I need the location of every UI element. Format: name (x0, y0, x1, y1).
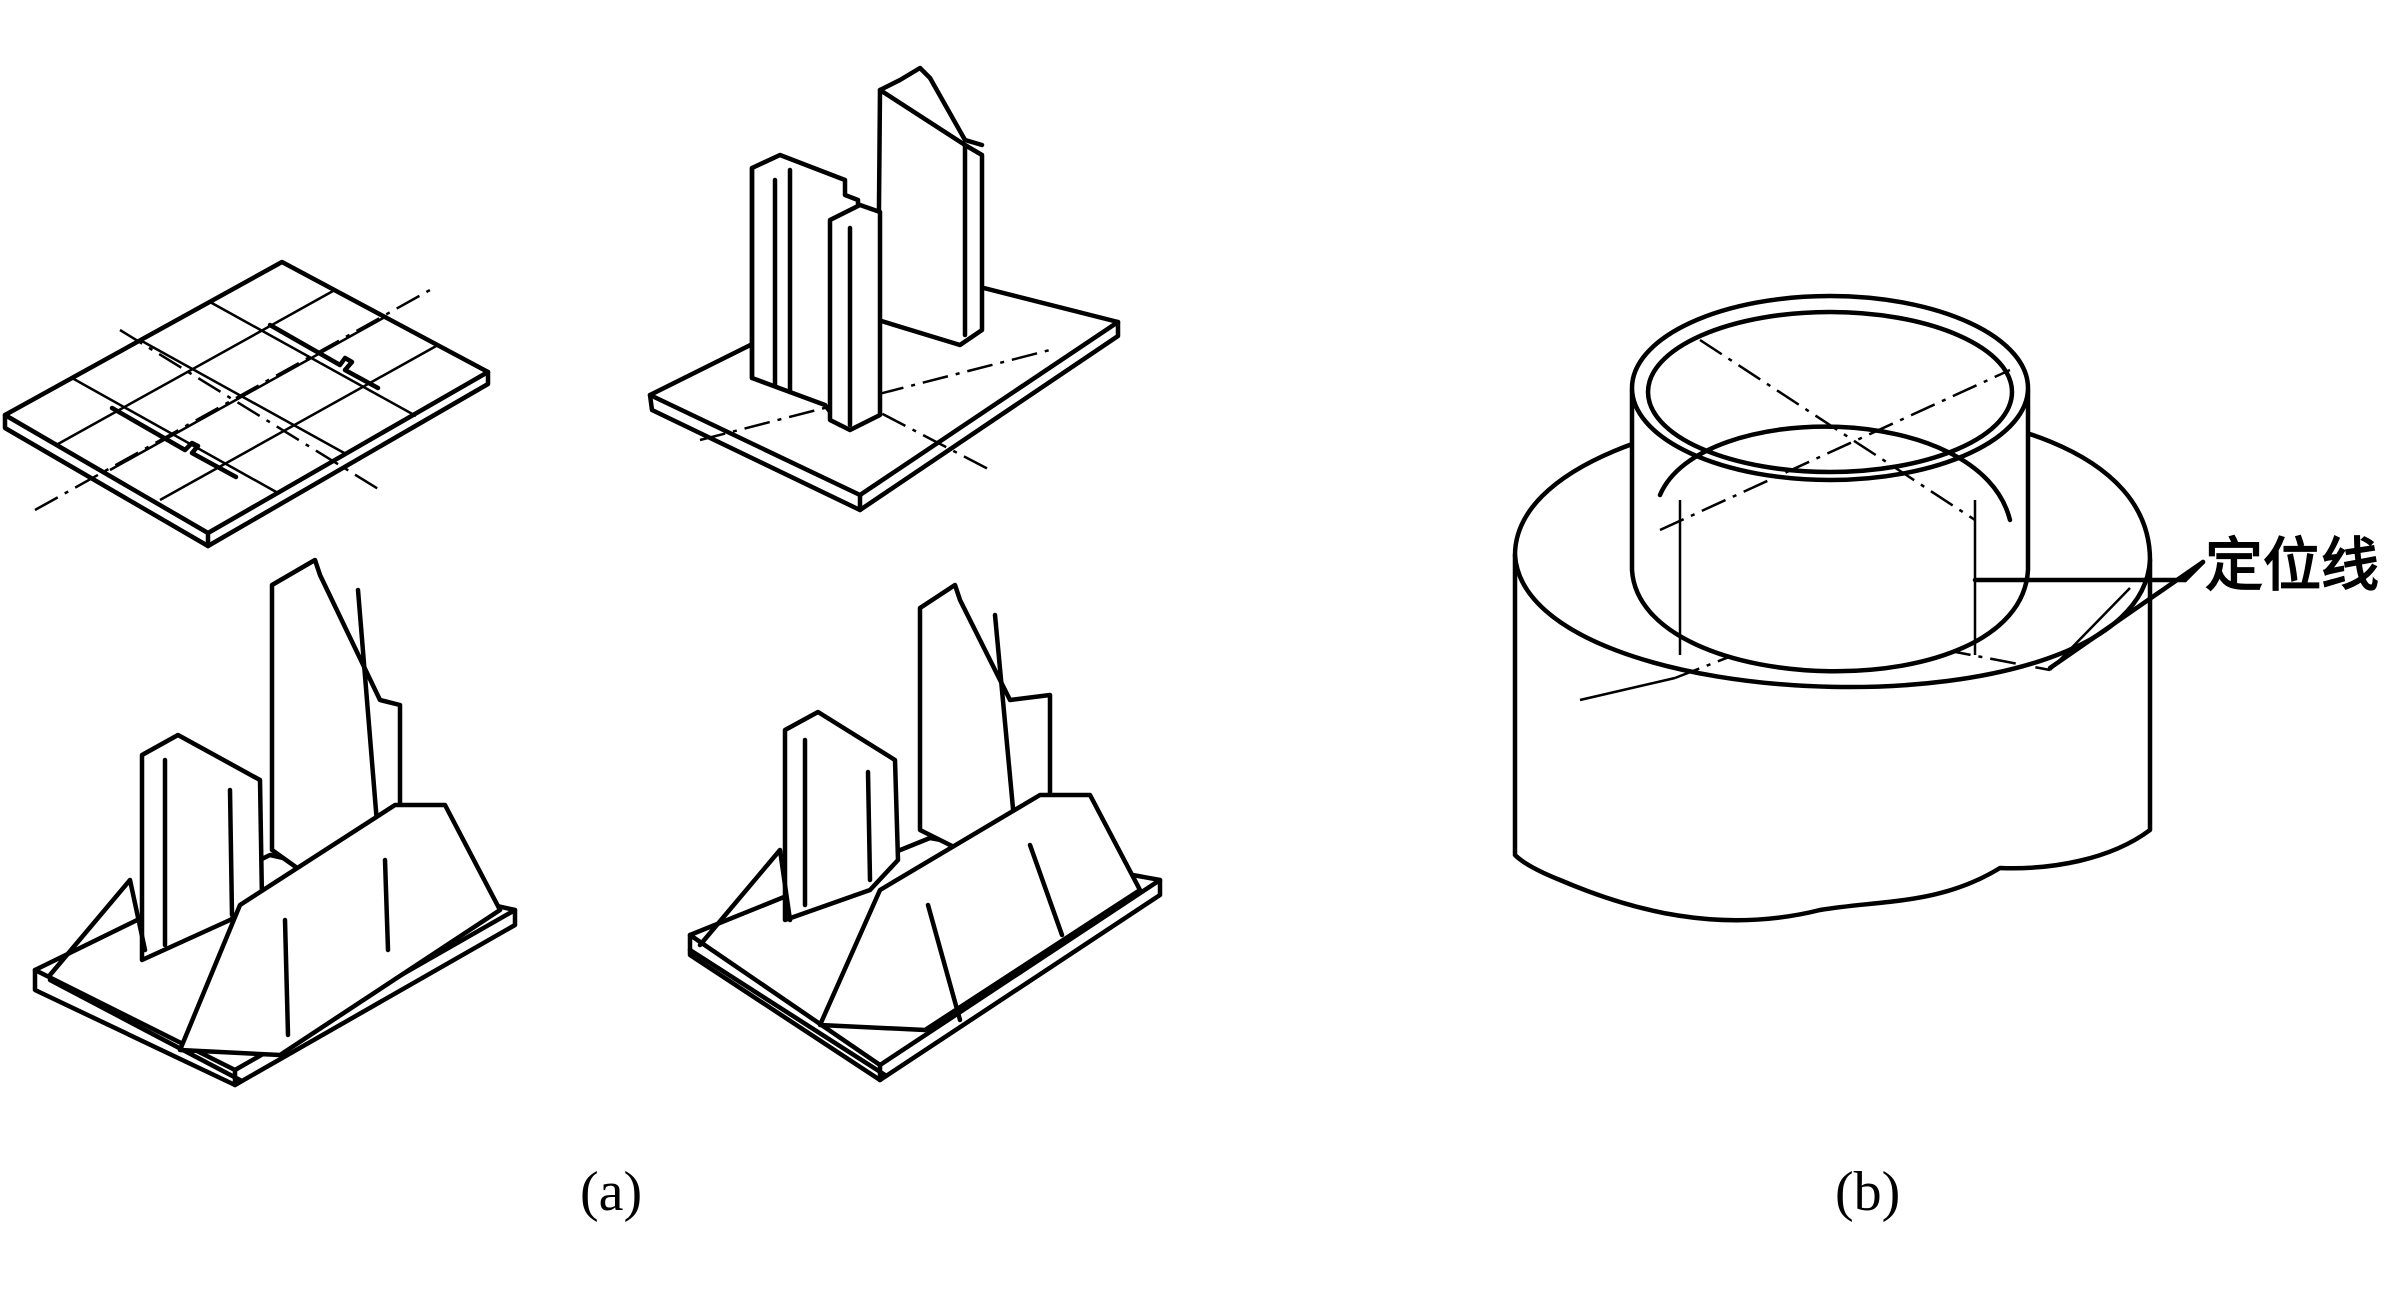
plate-with-columns (647, 65, 1121, 513)
cylinder-on-pedestal (1512, 293, 2206, 923)
marked-base-plate (2, 259, 491, 549)
caption-a: (a) (580, 1161, 643, 1223)
caption-b: (b) (1835, 1161, 1901, 1223)
column-base-assembly-left (32, 557, 518, 1088)
column-base-assembly-right (687, 582, 1163, 1083)
callout-label: 定位线 (2205, 531, 2380, 599)
